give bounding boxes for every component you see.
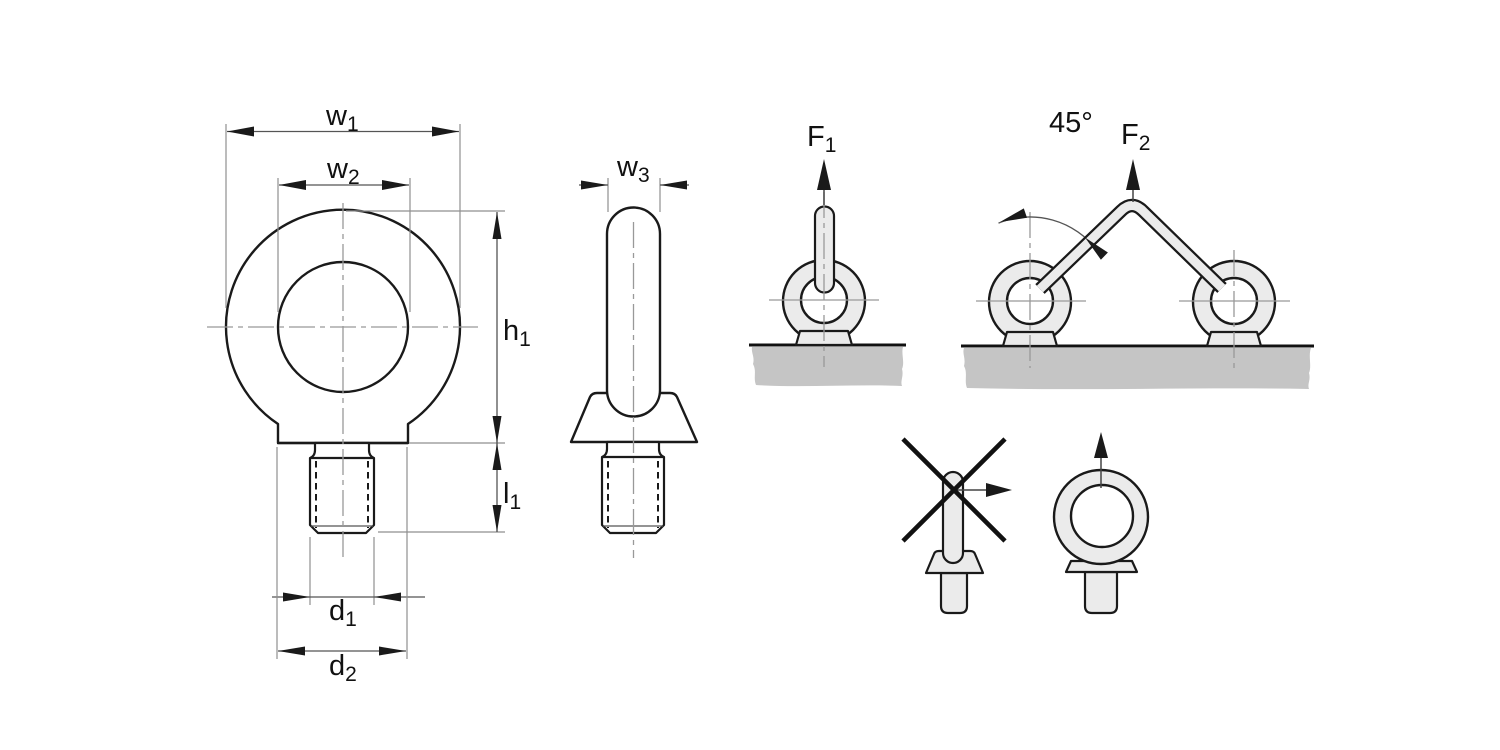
sling-strap-fill <box>1036 201 1226 293</box>
f2-ground-block <box>963 348 1311 390</box>
dimension-w3: w3 <box>579 151 689 212</box>
dimension-w2: w2 <box>277 153 411 312</box>
d2-arrow-left-icon <box>278 646 305 656</box>
l1-arrow-down-icon <box>492 505 502 532</box>
correct-usage-diagram <box>1052 432 1150 615</box>
h1-arrow-up-icon <box>492 212 502 239</box>
angle-arrow-on-sling-icon <box>1085 237 1108 260</box>
w2-label: w2 <box>326 153 360 189</box>
f2-load-diagram: 45° F2 <box>961 107 1314 390</box>
wrong-stud <box>939 571 969 615</box>
wrong-usage-diagram <box>901 437 1012 615</box>
w3-arrow-right-icon <box>660 180 687 190</box>
f2-label: F2 <box>1121 119 1150 155</box>
angle-arrow-left-icon <box>1000 208 1027 222</box>
stud-outline <box>308 441 376 535</box>
d1-arrow-right-icon <box>374 592 401 602</box>
f1-load-diagram: F1 <box>749 121 906 387</box>
dimension-d1: d1 <box>272 537 425 631</box>
d2-arrow-right-icon <box>379 646 406 656</box>
h1-arrow-down-icon <box>492 416 502 443</box>
correct-pull-arrow-icon <box>1094 432 1108 458</box>
dimension-h1: h1 <box>346 210 531 444</box>
prohibited-cross-line-2 <box>901 437 1007 543</box>
l1-arrow-up-icon <box>492 443 502 470</box>
w3-label: w3 <box>616 151 650 187</box>
w2-arrow-right-icon <box>382 180 409 190</box>
d2-label: d2 <box>329 650 357 686</box>
d1-label: d1 <box>329 595 357 631</box>
w1-arrow-right-icon <box>432 126 459 137</box>
dimension-w1: w1 <box>225 100 461 308</box>
correct-ring-hole <box>1069 483 1135 549</box>
f2-force-arrow-icon <box>1126 159 1140 190</box>
front-view: w1 w2 h1 l1 <box>207 100 531 686</box>
f1-label: F1 <box>807 121 836 157</box>
d1-arrow-left-icon <box>283 592 310 602</box>
correct-stud <box>1083 570 1119 615</box>
correct-collar <box>1064 559 1139 574</box>
w2-arrow-left-icon <box>279 180 306 190</box>
f1-ground-block <box>751 347 904 387</box>
side-load-arrow-icon <box>986 483 1012 497</box>
w3-arrow-left-icon <box>581 180 608 190</box>
dimension-d2: d2 <box>276 447 408 686</box>
dimension-l1: l1 <box>378 443 521 533</box>
angle-label: 45° <box>1049 107 1093 139</box>
l1-label: l1 <box>503 478 521 514</box>
w1-label: w1 <box>325 100 359 136</box>
w1-arrow-left-icon <box>227 126 254 137</box>
h1-label: h1 <box>503 315 531 351</box>
side-view: w3 <box>569 151 699 558</box>
f1-force-arrow-icon <box>817 159 831 190</box>
